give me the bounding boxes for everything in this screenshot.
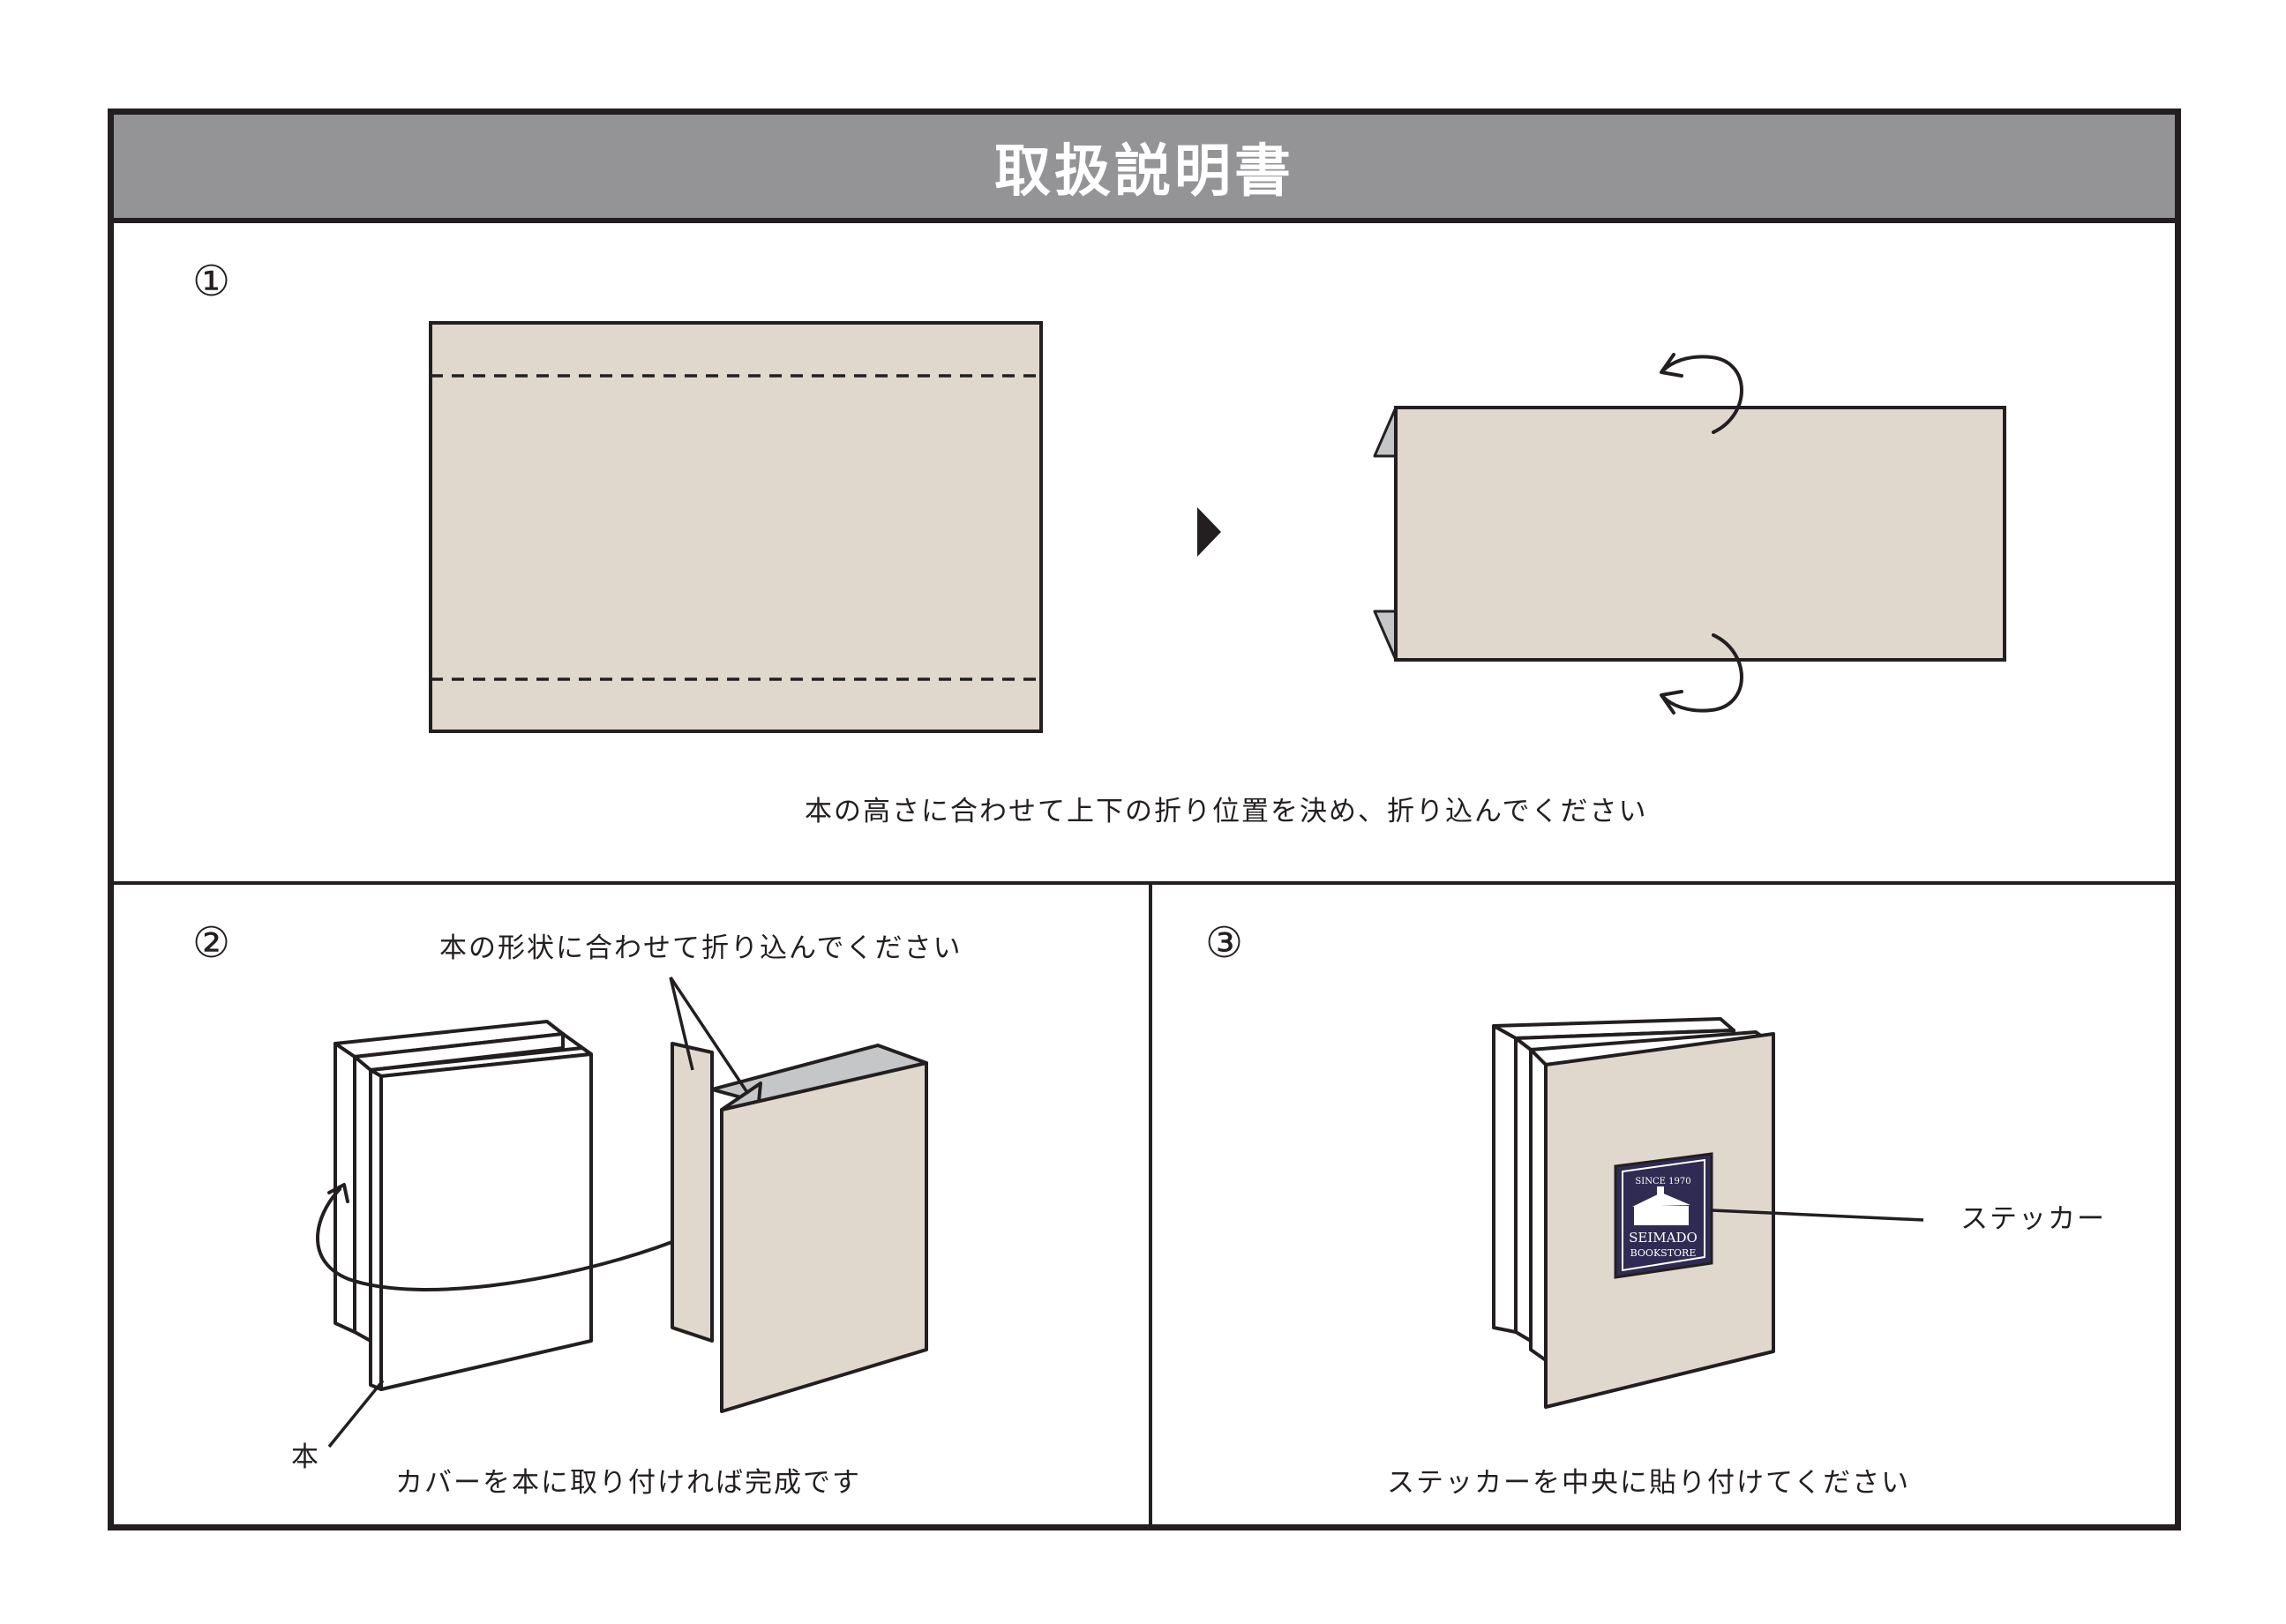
horizontal-divider bbox=[114, 881, 2175, 885]
vertical-divider bbox=[1149, 883, 1152, 1524]
sticker: SINCE 1970 SEIMADO BOOKSTORE bbox=[1614, 1152, 1713, 1279]
fold-arrow-icon bbox=[1660, 633, 1743, 715]
title-bar: 取扱説明書 bbox=[114, 115, 2175, 223]
sticker-line2: SEIMADO bbox=[1629, 1230, 1698, 1246]
sticker-line3: BOOKSTORE bbox=[1630, 1247, 1697, 1259]
step2-label-top: 本の形状に合わせて折り込んでください bbox=[439, 932, 963, 964]
sticker-pointer-line bbox=[1711, 1209, 1924, 1222]
step3-label-sticker: ステッカー bbox=[1960, 1203, 2106, 1235]
step1-flat-cover bbox=[429, 321, 1043, 733]
arrow-right-icon bbox=[1197, 507, 1221, 557]
step1-caption: 本の高さに合わせて上下の折り位置を決め、折り込んでください bbox=[805, 796, 1648, 827]
fold-arrow-icon bbox=[1660, 353, 1743, 434]
turn-arrow-icon bbox=[316, 1183, 692, 1291]
sticker-line1: SINCE 1970 bbox=[1635, 1177, 1690, 1186]
pointer-lines bbox=[327, 977, 750, 1448]
step1-number: ① bbox=[192, 257, 231, 306]
step2-number: ② bbox=[192, 918, 231, 968]
step2-book bbox=[334, 1020, 593, 1391]
building-icon bbox=[1632, 1186, 1690, 1225]
page-title: 取扱説明書 bbox=[994, 138, 1294, 205]
step2-caption: カバーを本に取り付ければ完成です bbox=[395, 1467, 861, 1499]
instruction-frame: 取扱説明書 bbox=[108, 109, 2181, 1530]
step2-label-book: 本 bbox=[291, 1441, 320, 1473]
step2-cover-folded bbox=[671, 1042, 928, 1413]
step3-caption: ステッカーを中央に貼り付けてください bbox=[1387, 1467, 1911, 1499]
step3-number: ③ bbox=[1205, 918, 1244, 968]
step1-folded-cover bbox=[1373, 406, 2006, 662]
